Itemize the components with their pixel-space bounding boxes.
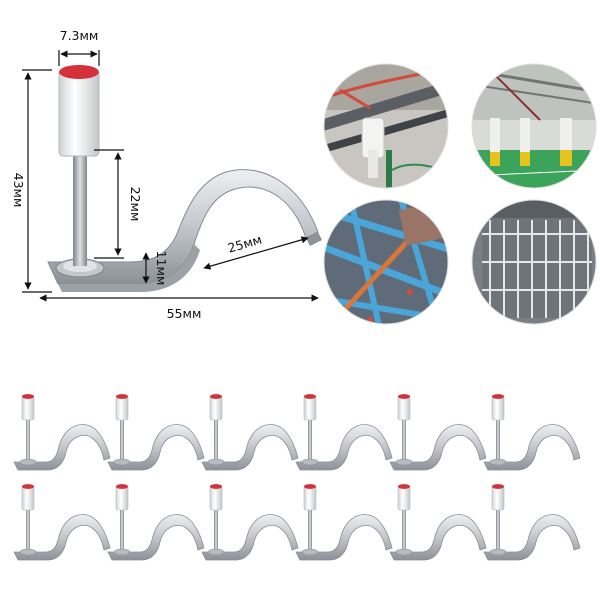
dim-cap-diameter-label: 7.3мм bbox=[60, 28, 99, 43]
dimension-cap-diameter: 7.3мм bbox=[58, 28, 100, 66]
gallery-photo-ceiling-pipe bbox=[324, 64, 448, 188]
grid-clip bbox=[295, 393, 393, 471]
grid-clip bbox=[483, 483, 581, 561]
grid-clip bbox=[107, 483, 205, 561]
dim-pin-height-label: 22мм bbox=[128, 187, 143, 222]
dimension-loop-size: 25мм bbox=[203, 232, 309, 270]
grid-clip bbox=[201, 483, 299, 561]
product-grid bbox=[13, 393, 581, 561]
clip-pin bbox=[73, 150, 87, 266]
grid-clip bbox=[13, 393, 111, 471]
dimension-total-length: 55мм bbox=[39, 294, 319, 321]
grid-clip bbox=[201, 393, 299, 471]
grid-clip bbox=[13, 483, 111, 561]
dimension-base-width: 11мм bbox=[142, 251, 169, 286]
main-clip bbox=[47, 65, 322, 292]
grid-clip bbox=[389, 393, 487, 471]
grid-clip bbox=[295, 483, 393, 561]
grid-clip bbox=[107, 393, 205, 471]
dimension-total-height: 43мм bbox=[11, 69, 52, 293]
dim-base-width-label: 11мм bbox=[154, 251, 169, 286]
dim-total-height-label: 43мм bbox=[11, 173, 26, 208]
grid-clip bbox=[483, 393, 581, 471]
gallery-photo-parking-garage bbox=[472, 64, 596, 188]
gallery-photo-window-bars bbox=[472, 200, 596, 324]
dimension-pin-height: 22мм bbox=[94, 149, 143, 259]
clip-cap-red-top bbox=[59, 65, 99, 79]
dim-total-length-label: 55мм bbox=[167, 306, 202, 321]
gallery-photo-blue-pipes bbox=[324, 200, 448, 324]
grid-clip bbox=[389, 483, 487, 561]
clip-cap bbox=[58, 69, 100, 157]
